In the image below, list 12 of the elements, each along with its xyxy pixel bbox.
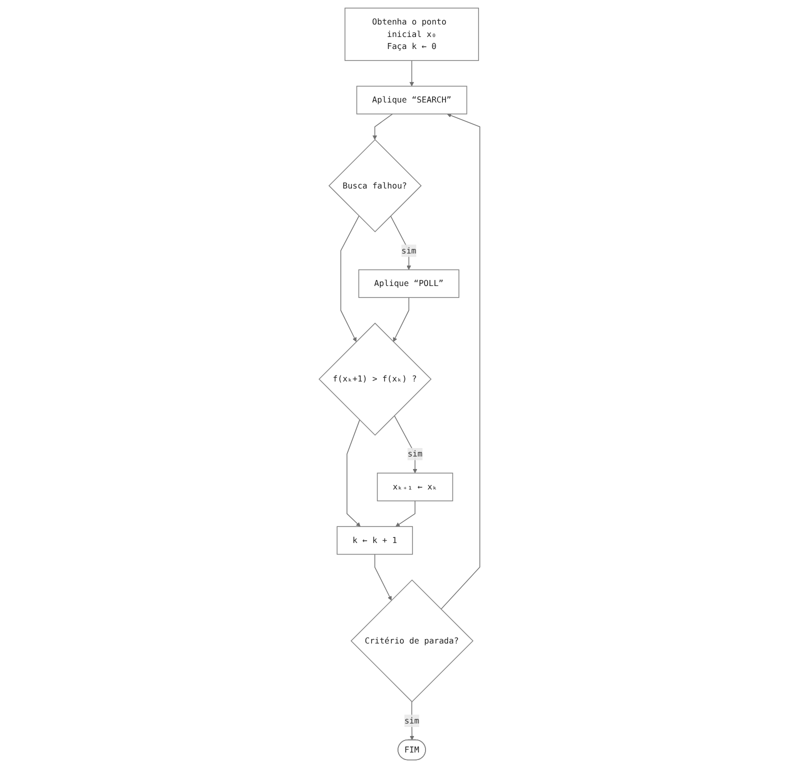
edge-label: sim	[400, 244, 416, 256]
terminal-box: FIM	[397, 738, 426, 760]
decision-diamond: Busca falhou?	[328, 138, 422, 232]
edge-label: sim	[404, 714, 419, 726]
edge-label: sim	[407, 447, 422, 460]
decision-diamond: Critério de parada?	[350, 578, 473, 702]
decision-diamond: f(xₖ+1) > f(xₖ) ?	[318, 322, 432, 436]
process-box: Aplique “POLL”	[358, 268, 459, 298]
process-box: Obtenha o ponto inicial x₀ Faça k ← 0	[344, 7, 478, 60]
process-box: xₖ₊₁ ← xₖ	[376, 472, 453, 501]
process-box: Aplique “SEARCH”	[356, 85, 467, 114]
process-box: k ← k + 1	[336, 526, 412, 554]
